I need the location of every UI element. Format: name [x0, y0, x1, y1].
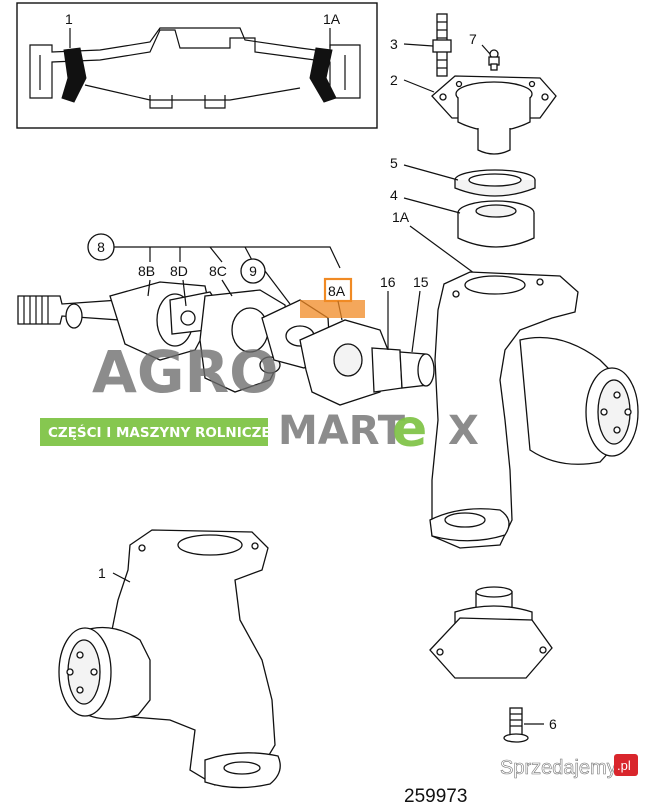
inset-label-1a: 1A [323, 11, 341, 27]
watermark-tagline: CZĘŚCI I MASZYNY ROLNICZE [48, 423, 271, 441]
bolt-part-6 [503, 707, 529, 743]
axle-inset: 1 1A [16, 2, 378, 129]
kingpin-cap-part-2 [431, 75, 557, 155]
site-badge-icon [614, 754, 638, 776]
lower-cap-part [429, 586, 553, 679]
inset-label-1: 1 [65, 11, 73, 27]
callout-15: 15 [413, 274, 429, 290]
callout-8: 8 [97, 239, 105, 255]
watermark-brand-mart: MART [278, 408, 406, 454]
grease-nipple-part-7 [488, 49, 500, 71]
callout-8a: 8A [328, 283, 346, 299]
callout-6: 6 [549, 716, 557, 732]
bearing-part-4 [457, 200, 535, 248]
callout-8-group: 8 8B 8D 8C 9 8A [87, 233, 353, 321]
callout-1a: 1A [392, 209, 410, 225]
watermark-brand-e: e [392, 399, 427, 459]
drawing-number: 259973 [404, 786, 467, 807]
callout-2: 2 [390, 72, 398, 88]
agromartex-watermark: AGRO CZĘŚCI I MASZYNY ROLNICZE MART e X [40, 300, 479, 459]
steering-knuckle-1a [429, 271, 639, 549]
steering-knuckle-1 [58, 529, 281, 789]
callout-4: 4 [390, 187, 398, 203]
callout-8b: 8B [138, 263, 155, 279]
callout-1: 1 [98, 565, 106, 581]
drive-shaft-assembly [17, 281, 435, 406]
callout-3: 3 [390, 36, 398, 52]
callout-8c: 8C [209, 263, 227, 279]
watermark-brand-top: AGRO [92, 338, 278, 406]
seal-part-5 [454, 169, 536, 197]
callout-8d: 8D [170, 263, 188, 279]
callout-5: 5 [390, 155, 398, 171]
callout-9: 9 [249, 263, 257, 279]
site-mark-suffix: .pl [617, 758, 631, 773]
callout-16: 16 [380, 274, 396, 290]
sprzedajemy-mark: Sprzedajemy .pl [500, 754, 638, 779]
watermark-brand-x: X [448, 408, 479, 454]
callout-7: 7 [469, 31, 477, 47]
site-mark-text: Sprzedajemy [500, 757, 617, 779]
stud-part-3 [432, 13, 452, 77]
